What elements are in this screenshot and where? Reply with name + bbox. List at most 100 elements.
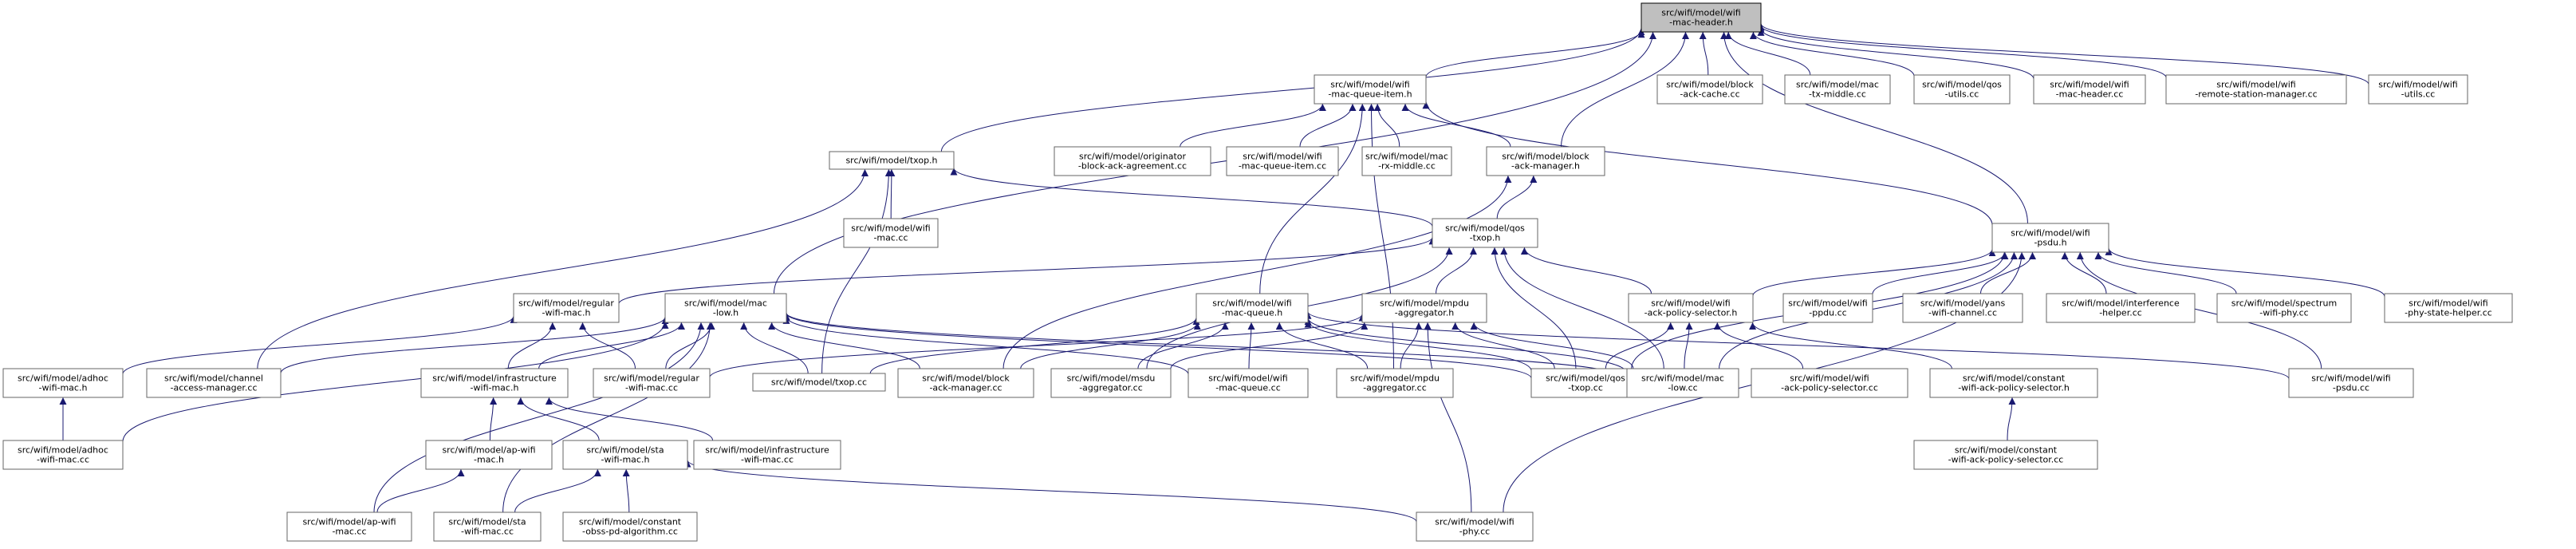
edge-utils-cc-to-mac-header-h: [1757, 23, 2369, 85]
file-node-mac-header-cc[interactable]: src/wifi/model/wifi-mac-header.cc: [2033, 74, 2146, 105]
edge-channel-access-manager-cc-to-mac-low-h: [280, 316, 669, 373]
edge-mac-queue-item-h-to-mac-header-h: [1425, 30, 1645, 77]
file-node-adhoc-wifi-mac-h[interactable]: src/wifi/model/adhoc-wifi-mac.h: [2, 368, 124, 398]
file-node-interference-helper-cc[interactable]: src/wifi/model/interference-helper.cc: [2046, 293, 2196, 323]
file-node-ap-wifi-mac-cc[interactable]: src/wifi/model/ap-wifi-mac.cc: [286, 511, 412, 542]
file-node-mac-tx-middle-cc[interactable]: src/wifi/model/mac-tx-middle.cc: [1784, 74, 1891, 105]
file-node-mac-low-h[interactable]: src/wifi/model/mac-low.h: [664, 293, 787, 323]
node-label: src/wifi/model/mpdu: [1350, 373, 1440, 384]
file-node-sta-wifi-mac-cc[interactable]: src/wifi/model/sta-wifi-mac.cc: [433, 511, 542, 542]
file-node-sta-wifi-mac-h[interactable]: src/wifi/model/sta-wifi-mac.h: [562, 440, 688, 470]
edge-line: [1425, 30, 1645, 77]
file-node-regular-wifi-mac-cc[interactable]: src/wifi/model/regular-wifi-mac.cc: [593, 368, 711, 398]
edge-line: [1020, 322, 1201, 369]
file-node-spectrum-wifi-phy-cc[interactable]: src/wifi/model/spectrum-wifi-phy.cc: [2216, 293, 2352, 323]
node-label: -ack-manager.h: [1511, 161, 1580, 172]
edge-ack-policy-selector-h-to-psdu-h: [1752, 249, 1996, 296]
file-node-mpdu-aggregator-cc[interactable]: src/wifi/model/mpdu-aggregator.cc: [1336, 368, 1454, 398]
edge-line: [1299, 103, 1357, 148]
node-box: [693, 440, 841, 470]
file-node-ack-policy-selector-cc[interactable]: src/wifi/model/wifi-ack-policy-selector.…: [1751, 368, 1908, 398]
edge-line: [502, 322, 714, 513]
node-box: [1782, 293, 1873, 323]
file-node-infrastructure-wifi-mac-cc[interactable]: src/wifi/model/infrastructure-wifi-mac.c…: [693, 440, 841, 470]
edge-line: [1436, 247, 1477, 294]
node-label: -mac.cc: [332, 527, 366, 537]
file-node-psdu-h[interactable]: src/wifi/model/wifi-psdu.h: [1991, 223, 2109, 253]
file-node-msdu-aggregator-cc[interactable]: src/wifi/model/msdu-aggregator.cc: [1050, 368, 1172, 398]
edge-ack-policy-selector-h-to-qos-txop-h: [1520, 247, 1652, 294]
node-label: src/wifi/model/ap-wifi: [442, 445, 535, 456]
edge-line: [1713, 322, 1804, 369]
node-box: [1913, 74, 2011, 105]
edge-line: [1561, 31, 1689, 148]
node-label: -wifi-mac.h: [601, 455, 650, 465]
file-node-ack-policy-selector-h[interactable]: src/wifi/model/wifi-ack-policy-selector.…: [1628, 293, 1754, 323]
file-node-mac-queue-item-h[interactable]: src/wifi/model/wifi-mac-queue-item.h: [1314, 74, 1427, 105]
file-node-infrastructure-wifi-mac-h[interactable]: src/wifi/model/infrastructure-wifi-mac.h: [420, 368, 569, 398]
edge-wifi-phy-cc-to-mpdu-aggregator-h: [1424, 322, 1472, 513]
root-file-node[interactable]: src/wifi/model/wifi-mac-header.h: [1641, 2, 1762, 33]
file-node-qos-txop-cc[interactable]: src/wifi/model/qos-txop.cc: [1530, 368, 1641, 398]
node-box: [1628, 293, 1754, 323]
node-label: -wifi-channel.cc: [1928, 308, 1997, 318]
file-node-qos-utils-cc[interactable]: src/wifi/model/qos-utils.cc: [1913, 74, 2011, 105]
file-node-txop-cc[interactable]: src/wifi/model/txop.cc: [752, 373, 886, 392]
node-label: -mac-queue-item.cc: [1239, 161, 1326, 172]
file-node-block-ack-manager-h[interactable]: src/wifi/model/block-ack-manager.h: [1486, 146, 1605, 176]
node-label: -wifi-mac.cc: [625, 383, 678, 393]
node-label: src/wifi/model/regular: [518, 298, 614, 309]
file-node-block-ack-cache-cc[interactable]: src/wifi/model/block-ack-cache.cc: [1656, 74, 1763, 105]
node-label: src/wifi/model/msdu: [1067, 373, 1156, 384]
file-node-txop-h[interactable]: src/wifi/model/txop.h: [829, 151, 955, 170]
file-node-mac-cc[interactable]: src/wifi/model/wifi-mac.cc: [843, 218, 939, 248]
file-node-wifi-phy-cc[interactable]: src/wifi/model/wifi-phy.cc: [1416, 511, 1534, 542]
node-label: src/wifi/model/qos: [1445, 223, 1525, 234]
node-label: src/wifi/model/mpdu: [1380, 298, 1469, 309]
node-label: src/wifi/model/wifi: [2311, 373, 2390, 384]
file-node-psdu-cc[interactable]: src/wifi/model/wifi-psdu.cc: [2288, 368, 2414, 398]
file-node-mac-rx-middle-cc[interactable]: src/wifi/model/mac-rx-middle.cc: [1361, 146, 1452, 176]
edge-line: [1752, 249, 1996, 296]
edge-line: [768, 322, 920, 369]
file-node-ap-wifi-mac-h[interactable]: src/wifi/model/ap-wifi-mac.h: [425, 440, 553, 470]
file-node-channel-access-manager-cc[interactable]: src/wifi/model/channel-access-manager.cc: [146, 368, 282, 398]
edge-line: [2007, 397, 2016, 441]
node-label: src/wifi/model/qos: [1922, 80, 2002, 90]
file-node-remote-station-manager-cc[interactable]: src/wifi/model/wifi-remote-station-manag…: [2165, 74, 2347, 105]
file-node-constant-ack-policy-selector-h[interactable]: src/wifi/model/constant-wifi-ack-policy-…: [1929, 368, 2098, 398]
file-node-qos-txop-h[interactable]: src/wifi/model/qos-txop.h: [1432, 218, 1538, 248]
edge-mpdu-aggregator-cc-to-mac-queue-h: [1275, 322, 1369, 369]
edge-channel-access-manager-cc-to-txop-h: [257, 168, 869, 369]
file-node-mpdu-aggregator-h[interactable]: src/wifi/model/mpdu-aggregator.h: [1361, 293, 1487, 323]
file-node-mac-queue-item-cc[interactable]: src/wifi/model/wifi-mac-queue-item.cc: [1226, 146, 1339, 176]
file-node-ppdu-cc[interactable]: src/wifi/model/wifi-ppdu.cc: [1782, 293, 1873, 323]
edge-line: [122, 321, 669, 442]
file-node-block-ack-manager-cc[interactable]: src/wifi/model/block-ack-manager.cc: [897, 368, 1034, 398]
file-node-adhoc-wifi-mac-cc[interactable]: src/wifi/model/adhoc-wifi-mac.cc: [2, 440, 124, 470]
edge-mac-queue-cc-to-mac-low-h: [782, 316, 1189, 375]
edge-line: [618, 237, 1436, 304]
node-label: src/wifi/model/wifi: [1651, 298, 1730, 309]
file-node-constant-ack-policy-selector-cc[interactable]: src/wifi/model/constant-wifi-ack-policy-…: [1913, 440, 2098, 470]
edge-line: [545, 397, 714, 441]
file-node-mac-low-cc[interactable]: src/wifi/model/mac-low.cc: [1626, 368, 1739, 398]
edge-txop-cc-to-mac-low-h: [740, 322, 809, 374]
file-node-regular-wifi-mac-h[interactable]: src/wifi/model/regular-wifi-mac.h: [513, 293, 620, 323]
file-node-utils-cc[interactable]: src/wifi/model/wifi-utils.cc: [2368, 74, 2468, 105]
file-node-phy-state-helper-cc[interactable]: src/wifi/model/wifi-phy-state-helper.cc: [2384, 293, 2513, 323]
edge-obss-pd-algorithm-cc-to-sta-wifi-mac-h: [622, 468, 630, 513]
file-node-yans-wifi-channel-cc[interactable]: src/wifi/model/yans-wifi-channel.cc: [1902, 293, 2023, 323]
edge-constant-ack-policy-selector-h-to-ack-policy-selector-h: [1749, 322, 1952, 369]
file-node-originator-cc[interactable]: src/wifi/model/originator-block-ack-agre…: [1054, 146, 1211, 176]
edge-line: [517, 397, 600, 441]
file-node-mac-queue-h[interactable]: src/wifi/model/wifi-mac-queue.h: [1195, 293, 1309, 323]
edge-ppdu-cc-to-psdu-h: [1872, 251, 2009, 294]
node-box: [752, 373, 886, 392]
edge-line: [782, 316, 1189, 375]
file-node-mac-queue-cc[interactable]: src/wifi/model/wifi-mac-queue.cc: [1188, 368, 1309, 398]
file-node-obss-pd-algorithm-cc[interactable]: src/wifi/model/constant-obss-pd-algorith…: [562, 511, 698, 542]
node-label: -mac-queue-item.h: [1328, 89, 1412, 100]
edge-line: [1373, 103, 1400, 148]
node-label: src/wifi/model/wifi: [2011, 228, 2090, 239]
